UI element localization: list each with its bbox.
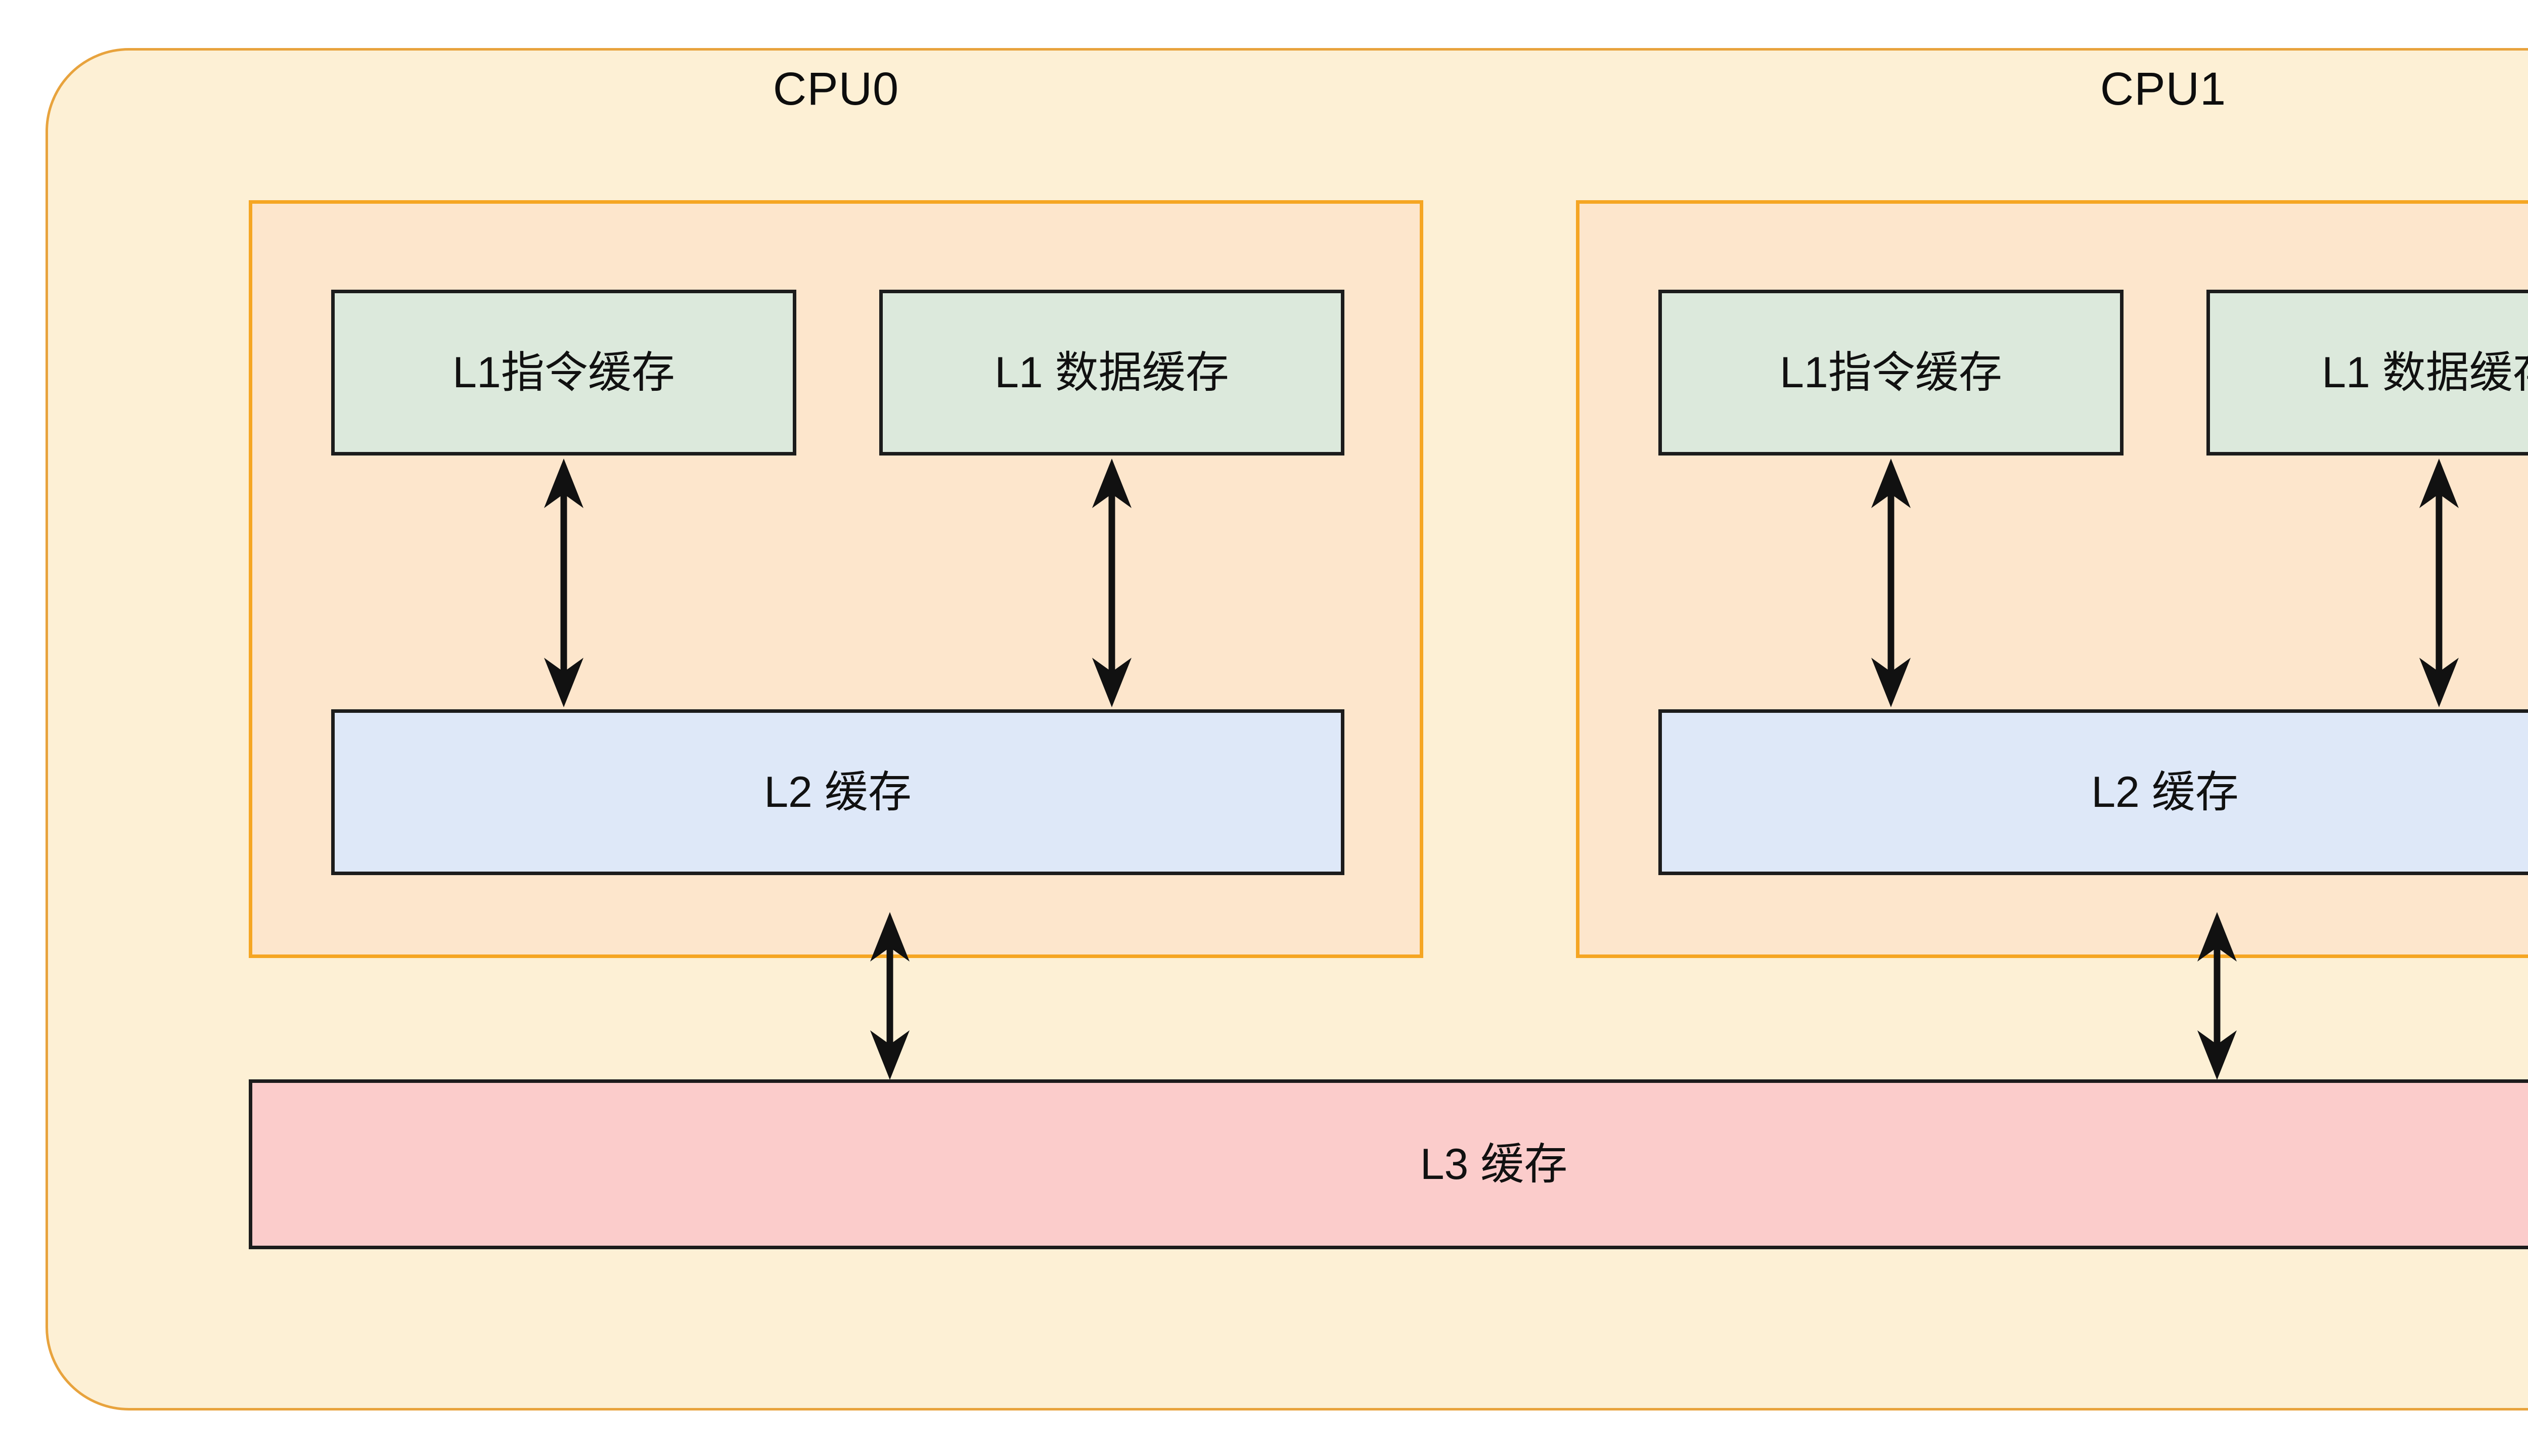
cpu0-label: CPU0 [773, 63, 899, 115]
cpu0-l2-cache: L2 缓存 [331, 709, 1344, 875]
cpu1-l1-data-to-l2-arrow-icon [2416, 457, 2462, 709]
shared-l3-cache: L3 缓存 [249, 1079, 2528, 1249]
cpu0-l1-data-cache: L1 数据缓存 [879, 290, 1344, 456]
cpu0-l1-instruction-cache: L1指令缓存 [331, 290, 796, 456]
cpu0-core-group: L1指令缓存 L1 数据缓存 L2 缓存 [249, 200, 1423, 958]
cpu0-l1-instruction-to-l2-arrow-icon [541, 457, 586, 709]
cpu1-l1-instruction-to-l2-arrow-icon [1868, 457, 1914, 709]
cpu1-l1-data-cache: L1 数据缓存 [2206, 290, 2528, 456]
cpu1-l1-instruction-cache: L1指令缓存 [1658, 290, 2124, 456]
cpu1-l2-cache: L2 缓存 [1658, 709, 2528, 875]
cpu1-label: CPU1 [2100, 63, 2227, 115]
cpu1-core-group: L1指令缓存 L1 数据缓存 L2 缓存 [1576, 200, 2528, 958]
cpu0-l1-data-to-l2-arrow-icon [1089, 457, 1135, 709]
cpu-chip-container: CPU0 L1指令缓存 L1 数据缓存 L2 缓存 CPU1 L1指令缓存 L1… [46, 48, 2528, 1410]
